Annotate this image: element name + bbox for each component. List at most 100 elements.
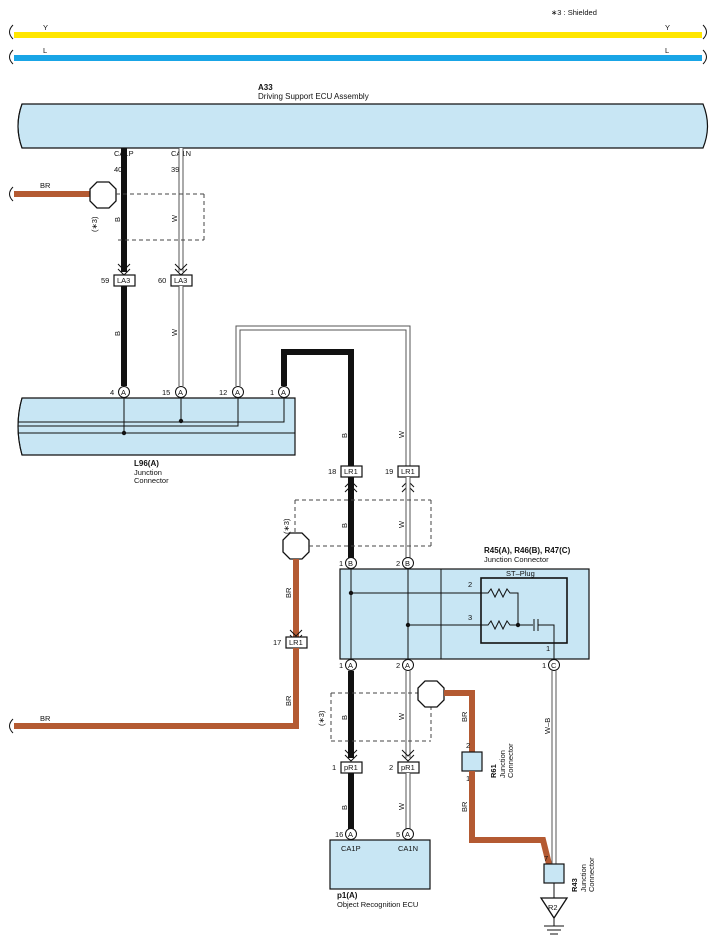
a33-driving-support-ecu: A33 Driving Support ECU Assembly CA1P CA… xyxy=(17,83,709,174)
wire-br-label-mid: BR xyxy=(284,587,293,598)
r45-pin-letter-a1: A xyxy=(348,661,353,670)
lr1-label-1: LR1 xyxy=(344,467,358,476)
wire-b-label-top: B xyxy=(113,217,122,222)
wire-w-label-shield3: W xyxy=(397,712,406,720)
pr1-pin-1: 1 xyxy=(332,763,336,772)
wire-br-label-r61-top: BR xyxy=(460,711,469,722)
la3-connector: LA3 LA3 59 60 xyxy=(101,263,193,287)
wire-w-label-bottom: W xyxy=(397,802,406,810)
r61-name-1: Junction xyxy=(498,750,507,778)
yellow-bus-label-left: Y xyxy=(43,23,48,32)
l96-pin-letter-4: A xyxy=(121,388,126,397)
r61-name-2: Connector xyxy=(506,743,515,778)
shielded-note: ∗3 : Shielded xyxy=(551,8,597,17)
pr1-label-1: pR1 xyxy=(344,763,358,772)
wire-br-r61-r43 xyxy=(469,771,552,865)
ground-id: R2 xyxy=(548,903,558,912)
r45-pin-bottom-2: 2 xyxy=(396,661,400,670)
p1-pin-letter-16: A xyxy=(348,830,353,839)
st-plug-label: ST–Plug xyxy=(506,569,535,578)
r45-pin-letter-c: C xyxy=(551,661,557,670)
a33-id: A33 xyxy=(258,83,273,92)
p1-pin-16: 16 xyxy=(335,830,343,839)
wire-br-lr1-left xyxy=(14,648,299,729)
wire-b-l96-lr1 xyxy=(281,349,354,470)
r45-pin-bottom-c1: 1 xyxy=(542,661,546,670)
shield-middle: (∗3) xyxy=(282,499,432,560)
wire-w-label-top: W xyxy=(170,214,179,222)
wire-b-label-mid: B xyxy=(113,331,122,336)
r45-pin-letter-a2: A xyxy=(405,661,410,670)
lr1-pin-19: 19 xyxy=(385,467,393,476)
wire-br-label-r61-bottom: BR xyxy=(460,801,469,812)
p1-name: Object Recognition ECU xyxy=(337,900,418,909)
ground-r2: R2 xyxy=(539,897,569,935)
shield-bottom: (∗3) xyxy=(317,680,445,742)
r45-junction-connector: R45(A), R46(B), R47(C) Junction Connecto… xyxy=(339,546,590,671)
la3-pin-60: 60 xyxy=(158,276,166,285)
blue-bus: L L xyxy=(9,46,707,65)
a33-name: Driving Support ECU Assembly xyxy=(258,92,369,101)
l96-pin-15: 15 xyxy=(162,388,170,397)
lr1-pin-18: 18 xyxy=(328,467,336,476)
lr1-label-3: LR1 xyxy=(289,638,303,647)
r45-inner-pin-3: 3 xyxy=(468,613,472,622)
blue-bus-label-right: L xyxy=(665,46,669,55)
shield-top-left: BR (∗3) B W xyxy=(9,181,205,241)
wire-b-label-bottom: B xyxy=(340,805,349,810)
p1-pin-ca1n-label: CA1N xyxy=(398,844,418,853)
shield-label-mid: (∗3) xyxy=(282,518,291,534)
la3-label-1: LA3 xyxy=(117,276,130,285)
wire-br-label-bottom: BR xyxy=(40,714,51,723)
la3-label-2: LA3 xyxy=(174,276,187,285)
r61-pin-1: 1 xyxy=(466,774,470,783)
wire-b-label-lr1: B xyxy=(340,433,349,438)
l96-pin-4: 4 xyxy=(110,388,114,397)
r45-pin-top-2: 2 xyxy=(396,559,400,568)
p1-pin-ca1p-label: CA1P xyxy=(341,844,361,853)
wire-br-label-top: BR xyxy=(40,181,51,190)
l96-pin-letter-12: A xyxy=(235,388,240,397)
blue-bus-label-left: L xyxy=(43,46,47,55)
r45-pin-bottom-1: 1 xyxy=(339,661,343,670)
r43-id: R43 xyxy=(570,878,579,892)
r45-pin-letter-b1: B xyxy=(348,559,353,568)
l96-pin-letter-1: A xyxy=(281,388,286,397)
a33-pin-40: 40 xyxy=(114,165,122,174)
wire-w-label-lr1: W xyxy=(397,430,406,438)
wire-b-label-shield3: B xyxy=(340,715,349,720)
r43-name-2: Connector xyxy=(587,857,596,892)
l96-name-1: Junction xyxy=(134,468,162,477)
r45-id: R45(A), R46(B), R47(C) xyxy=(484,546,571,555)
l96-pin-12: 12 xyxy=(219,388,227,397)
l96-pin-letter-15: A xyxy=(178,388,183,397)
lr1-connector-top: LR1 LR1 18 19 xyxy=(328,465,420,493)
r43-name-1: Junction xyxy=(579,864,588,892)
r61-junction-connector: 2 1 R61 Junction Connector xyxy=(461,741,515,783)
r45-inner-pin-2: 2 xyxy=(468,580,472,589)
p1-object-recognition-ecu: A A 16 5 CA1P CA1N p1(A) Object Recognit… xyxy=(329,828,431,909)
a33-pin-39: 39 xyxy=(171,165,179,174)
r45-pin-letter-b2: B xyxy=(405,559,410,568)
wire-w-label-mid: W xyxy=(170,328,179,336)
p1-id: p1(A) xyxy=(337,891,358,900)
lr1-connector-bottom: LR1 17 xyxy=(273,629,308,649)
yellow-bus-label-right: Y xyxy=(665,23,670,32)
r61-id: R61 xyxy=(489,764,498,778)
wire-wb-label: W–B xyxy=(543,718,552,734)
r43-junction-connector: 7 R43 Junction Connector xyxy=(543,854,596,892)
yellow-bus: Y Y xyxy=(9,23,707,40)
l96-junction-connector: A A A A 4 15 12 1 L96(A) Junction Connec… xyxy=(17,386,296,485)
p1-pin-5: 5 xyxy=(396,830,400,839)
l96-id: L96(A) xyxy=(134,459,159,468)
l96-pin-1: 1 xyxy=(270,388,274,397)
r45-name: Junction Connector xyxy=(484,555,549,564)
la3-pin-59: 59 xyxy=(101,276,109,285)
wire-br-label-low: BR xyxy=(284,695,293,706)
l96-name-2: Connector xyxy=(134,476,169,485)
pr1-label-2: pR1 xyxy=(401,763,415,772)
wire-b-label-shield2: B xyxy=(340,523,349,528)
r45-pin-top-1: 1 xyxy=(339,559,343,568)
p1-pin-letter-5: A xyxy=(405,830,410,839)
